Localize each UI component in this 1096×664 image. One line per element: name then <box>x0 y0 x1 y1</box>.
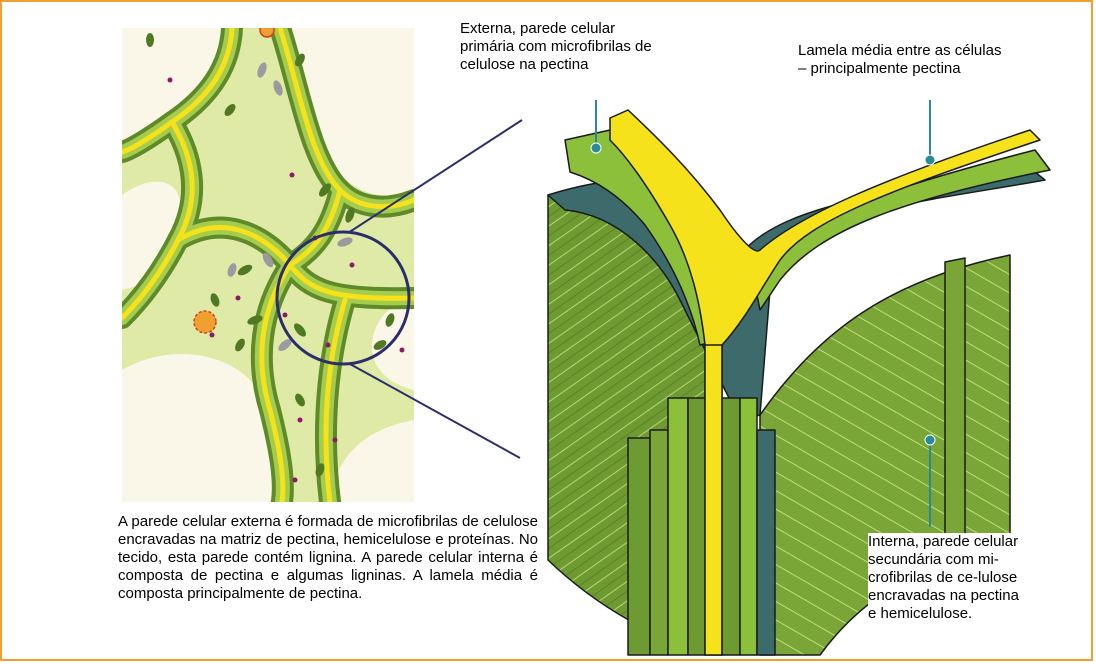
middle-lamella-label-line: – principalmente pectina <box>798 60 1088 78</box>
middle-lamella-label: Lamela média entre as células – principa… <box>798 42 1088 78</box>
outer-wall-label: Externa, parede celular primária com mic… <box>460 20 730 74</box>
inner-wall-label-line: e hemicelulose. <box>868 605 1078 623</box>
tissue-illustration <box>122 23 414 502</box>
inner-wall-label-line: Interna, parede celular <box>868 533 1078 551</box>
middle-lamella-label-line: Lamela média entre as células <box>798 42 1088 60</box>
inner-wall-label: Interna, parede celular secundária com m… <box>868 533 1078 623</box>
outer-wall-label-line: celulose na pectina <box>460 56 730 74</box>
outer-wall-label-line: Externa, parede celular <box>460 20 730 38</box>
caption-text: A parede celular externa é formada de mi… <box>118 513 538 603</box>
outer-wall-label-line: primária com microfibrilas de <box>460 38 730 56</box>
leader-dot-outer <box>591 143 601 153</box>
leader-dot-inner <box>925 435 935 445</box>
inner-wall-label-line: crofibrilas de ce-lulose <box>868 569 1078 587</box>
leader-dot-middle <box>925 155 935 165</box>
inner-wall-label-line: secundária com mi- <box>868 551 1078 569</box>
inner-wall-label-line: encravadas na pectina <box>868 587 1078 605</box>
